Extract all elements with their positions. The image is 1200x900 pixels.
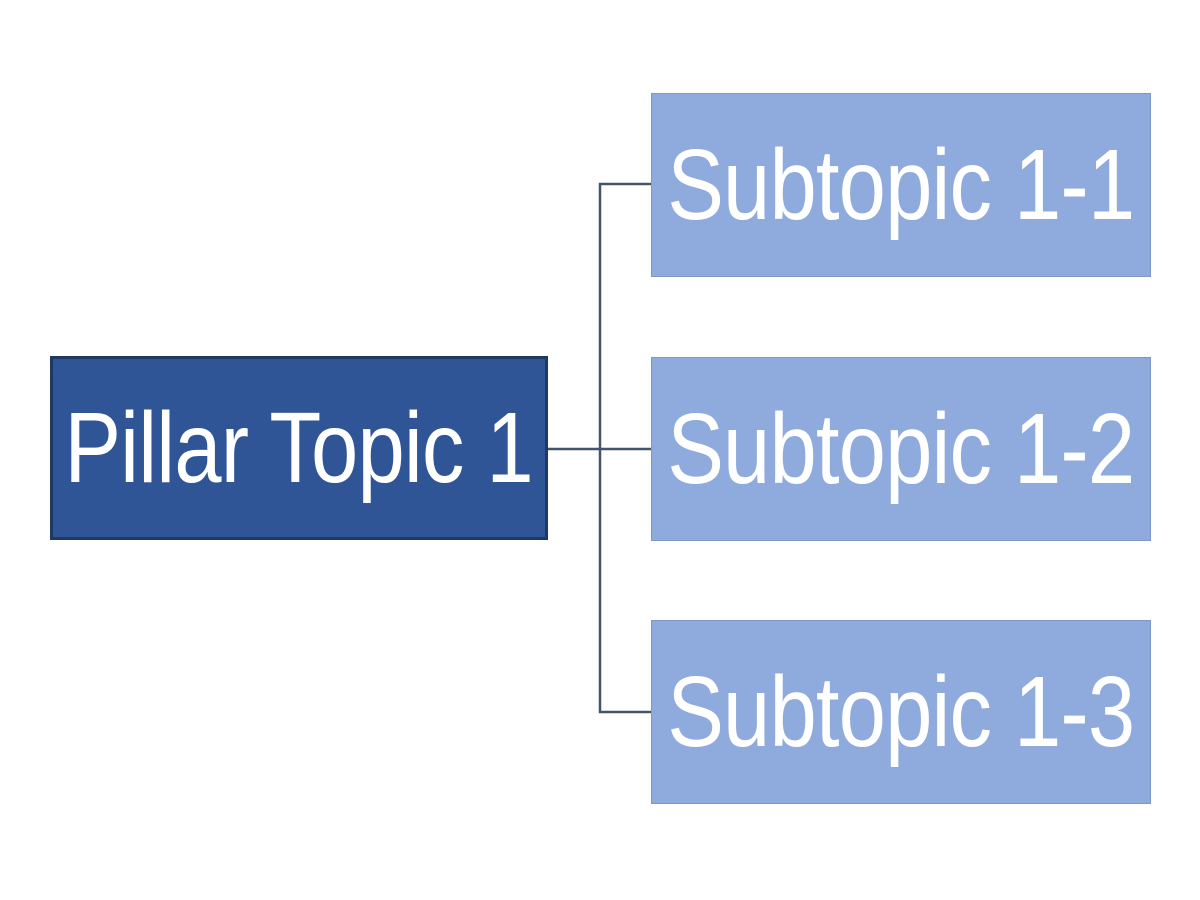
subtopic-3-node[interactable]: Subtopic 1-3 — [651, 620, 1151, 804]
pillar-topic-label: Pillar Topic 1 — [64, 392, 534, 504]
subtopic-2-label: Subtopic 1-2 — [667, 393, 1135, 505]
subtopic-1-node[interactable]: Subtopic 1-1 — [651, 93, 1151, 277]
subtopic-3-label: Subtopic 1-3 — [667, 656, 1135, 768]
subtopic-1-label: Subtopic 1-1 — [667, 129, 1135, 241]
subtopic-2-node[interactable]: Subtopic 1-2 — [651, 357, 1151, 541]
connector-branch-vertical-and-arms — [598, 182, 651, 714]
pillar-topic-node[interactable]: Pillar Topic 1 — [50, 356, 548, 540]
